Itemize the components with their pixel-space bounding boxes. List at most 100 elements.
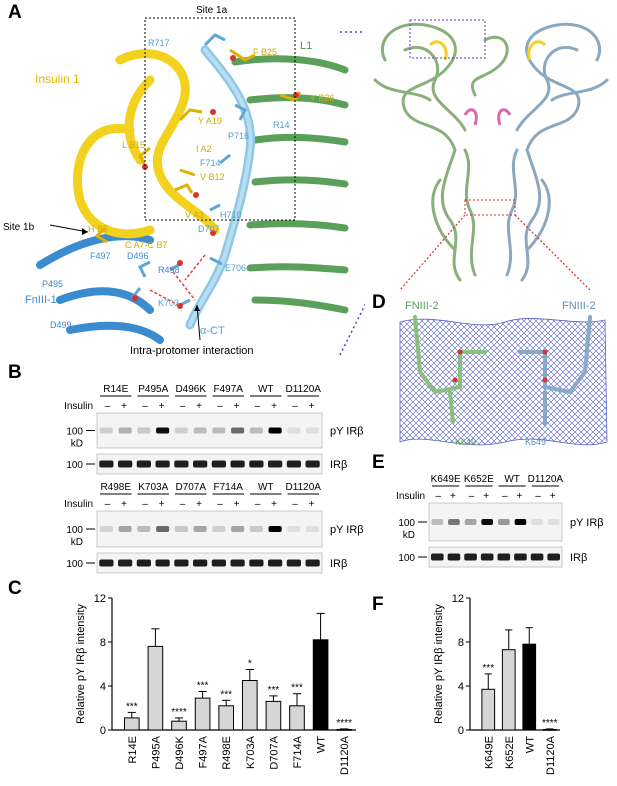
significance-mark: *	[248, 659, 252, 670]
ir-label: IRβ	[570, 552, 587, 564]
minus-sign: –	[105, 499, 111, 510]
plus-sign: +	[234, 499, 240, 510]
ir-band	[514, 553, 527, 561]
py-band	[249, 427, 263, 434]
lane-label: WT	[504, 474, 520, 485]
ir-band	[286, 559, 301, 567]
minus-sign: –	[142, 401, 148, 412]
bar	[194, 697, 211, 731]
ir-label: IRβ	[330, 558, 347, 570]
blot-b1: R14E–+P495A–+D496K–+F497A–+WT–+D1120A–+I…	[0, 380, 370, 478]
x-tick-label: R498E	[221, 736, 233, 770]
minus-sign: –	[502, 491, 508, 502]
lane-label: F714A	[214, 482, 244, 493]
bar	[171, 720, 187, 731]
lane-label: D496K	[175, 384, 206, 395]
res-lb15: L B15	[122, 140, 146, 150]
bar	[312, 639, 329, 731]
res-ya19: Y A19	[198, 116, 222, 126]
significance-mark: ****	[171, 707, 187, 718]
panel-label-e: E	[372, 452, 385, 473]
minus-sign: –	[469, 491, 475, 502]
py-band	[249, 526, 263, 532]
minus-sign: –	[217, 401, 223, 412]
minus-sign: –	[105, 401, 111, 412]
plus-sign: +	[309, 499, 315, 510]
ir-blot-panel	[428, 546, 563, 568]
bar	[542, 728, 557, 731]
py-blot-panel	[96, 412, 323, 449]
bar	[123, 717, 140, 731]
lane-label: D1120A	[286, 384, 322, 395]
py-band	[137, 427, 151, 434]
res-yb26: Y B26	[310, 93, 335, 103]
plus-sign: +	[159, 401, 165, 412]
panel-a-structure	[36, 17, 365, 356]
insulin-row-label: Insulin	[64, 401, 93, 412]
fniii2-right-label: FNIII-2	[562, 300, 596, 312]
x-tick-label: R14E	[127, 736, 139, 764]
insulin-row-label: Insulin	[396, 491, 425, 502]
ir-band	[268, 460, 283, 468]
y-tick-label: 4	[458, 681, 464, 693]
x-tick-label: F714A	[292, 735, 304, 768]
minus-sign: –	[142, 499, 148, 510]
ir-band	[155, 460, 170, 468]
lane-label: K703A	[138, 482, 168, 493]
res-d707: D707	[198, 224, 220, 234]
significance-mark: ***	[268, 685, 280, 696]
x-tick-label: F497A	[198, 735, 210, 768]
plus-sign: +	[550, 491, 556, 502]
plus-sign: +	[309, 401, 315, 412]
ir-band	[174, 460, 189, 468]
res-h710: H710	[220, 210, 242, 220]
panel-label-d: D	[372, 292, 386, 313]
py-band	[99, 427, 113, 434]
fniii2-left-stick	[413, 315, 487, 395]
ir-band	[480, 553, 494, 561]
mw-label: 100	[66, 427, 83, 438]
res-hb5: H B5	[88, 224, 109, 234]
alpha-ct-magenta	[463, 108, 512, 126]
py-band	[156, 427, 170, 434]
significance-mark: ****	[542, 718, 558, 729]
intra-protomer-label: Intra-protomer interaction	[130, 345, 254, 357]
insulin-label: Insulin 1	[35, 72, 80, 86]
blot-b2: R498E–+K703A–+D707A–+F714A–+WT–+D1120A–+…	[0, 478, 370, 578]
plus-sign: +	[121, 499, 127, 510]
kd-label: kD	[403, 530, 415, 541]
py-label: pY IRβ	[330, 426, 364, 438]
mw-label: 100	[398, 518, 415, 529]
minus-sign: –	[255, 401, 261, 412]
x-tick-label: D1120A	[339, 735, 351, 775]
py-band	[118, 526, 132, 532]
y-tick-label: 8	[100, 637, 106, 649]
plus-sign: +	[483, 491, 489, 502]
plus-sign: +	[450, 491, 456, 502]
lane-label: WT	[258, 482, 274, 493]
significance-mark: ***	[291, 683, 303, 694]
bar	[265, 700, 282, 731]
fniii2-right-stick	[518, 315, 592, 395]
lane-label: F497A	[214, 384, 244, 395]
k649-left-label: K649	[455, 437, 477, 447]
significance-mark: ***	[220, 689, 232, 700]
kd-label: kD	[71, 537, 83, 548]
py-band	[231, 427, 245, 434]
minus-sign: –	[255, 499, 261, 510]
py-band	[431, 519, 444, 525]
bar	[481, 688, 496, 731]
py-band	[118, 427, 132, 434]
ir-band	[547, 553, 561, 561]
res-r717: R717	[148, 38, 170, 48]
plus-sign: +	[271, 401, 277, 412]
minus-sign: –	[535, 491, 541, 502]
py-band	[531, 519, 543, 525]
lane-label: R14E	[103, 384, 128, 395]
panel-label-c: C	[8, 578, 22, 599]
panel-label-f: F	[372, 594, 384, 615]
plus-sign: +	[271, 499, 277, 510]
l1-label: L1	[300, 40, 313, 52]
py-band	[137, 526, 151, 532]
lane-label: WT	[258, 384, 274, 395]
